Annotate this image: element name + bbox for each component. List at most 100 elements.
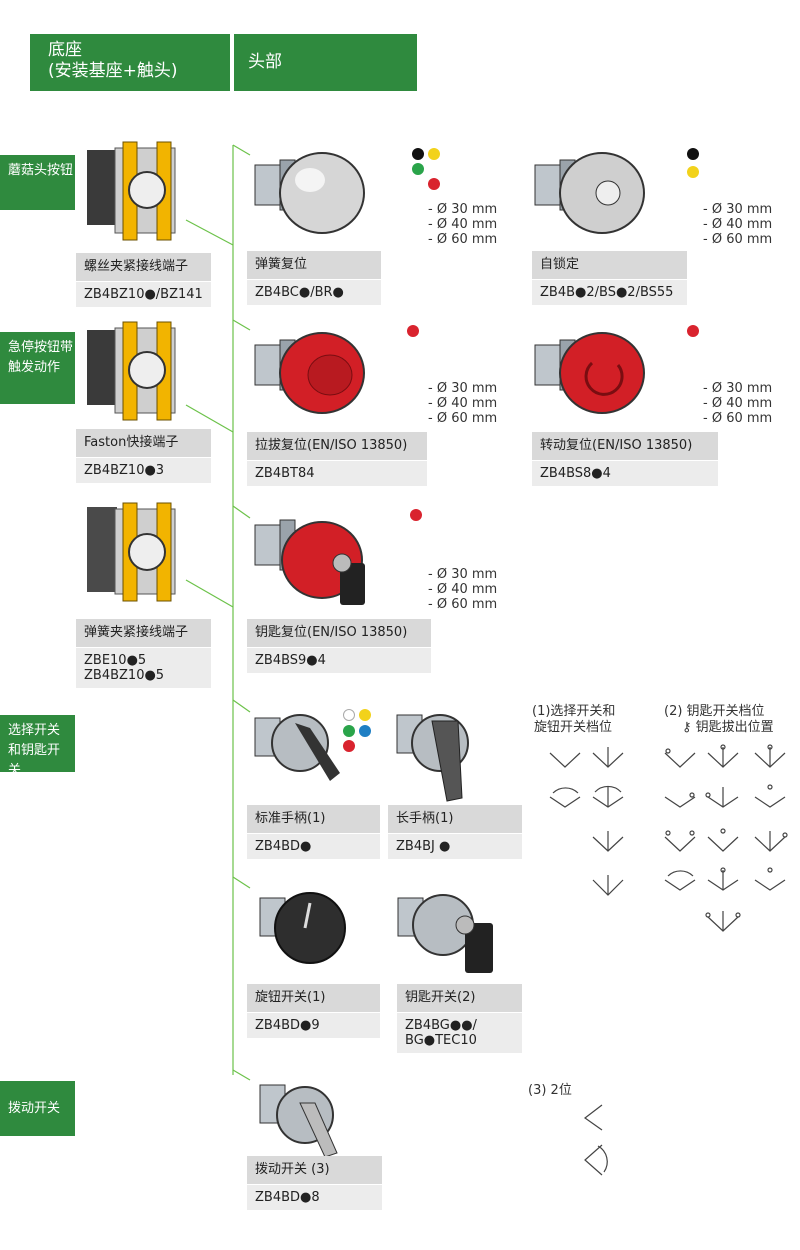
head-label-text: 钥匙开关(2) [405,990,476,1005]
head-pull-release-label: 拉拔复位(EN/ISO 13850) [247,432,427,460]
diameter-item: - Ø 60 mm [703,232,773,247]
category-label: 拨动开关 [8,1101,61,1116]
diameter-item: - Ø 40 mm [428,582,498,597]
head-label-text: 钥匙复位(EN/ISO 13850) [255,625,408,640]
base-faston-label: Faston快接端子 [76,429,211,457]
base-faston-code: ZB4BZ10●3 [76,458,211,483]
head-key-release-code: ZB4BS9●4 [247,648,431,673]
diameter-item: - Ø 40 mm [428,396,498,411]
base-screw-image [87,141,176,241]
color-dot-blue [359,725,371,737]
category-emergency: 急停按钮带触发动作 [0,332,75,404]
diameter-item: - Ø 30 mm [428,567,498,582]
head-code-text: ZB4BS9●4 [255,653,326,668]
head-standard-handle-image [254,714,340,781]
color-dot-red [407,325,419,337]
diameter-item: - Ø 60 mm [428,597,498,612]
base-screw-label: 螺丝夹紧接线端子 [76,253,211,281]
toggle-position-diagrams [583,1104,608,1176]
key-position-diagrams [664,744,788,932]
head-label-text: 拨动开关 (3) [255,1162,330,1177]
head-label-text: 转动复位(EN/ISO 13850) [540,438,693,453]
head-label-text: 拉拔复位(EN/ISO 13850) [255,438,408,453]
diameter-item: - Ø 60 mm [428,411,498,426]
head-knob-image [259,892,346,964]
color-dot-yellow [428,148,440,160]
base-spring-image [87,502,176,602]
head-code-text: ZB4BG●●/ [405,1018,477,1033]
base-label-text: Faston快接端子 [84,435,179,450]
head-key-switch-label: 钥匙开关(2) [397,984,522,1012]
color-dot-yellow [687,166,699,178]
diameter-list: - Ø 30 mm - Ø 40 mm - Ø 60 mm [703,202,772,247]
header-head-title: 头部 [248,52,282,72]
base-code-text: ZB4BZ10●3 [84,463,165,478]
head-code-text: ZB4B●2/BS●2/BS55 [540,285,674,300]
head-knob-code: ZB4BD●9 [247,1013,380,1038]
header-base: 底座 (安装基座+触头) [30,34,230,91]
color-dot-white [343,709,355,721]
head-spring-return-label: 弹簧复位 [247,251,381,279]
head-code-text: ZB4BS8●4 [540,466,611,481]
head-long-handle-image [396,714,469,802]
diameter-item: - Ø 30 mm [703,202,773,217]
head-key-release-image [254,519,365,605]
base-code-text: ZB4BZ10●/BZ141 [84,287,203,302]
head-long-handle-label: 长手柄(1) [388,805,522,833]
head-spring-return-code: ZB4BC●/BR● [247,280,381,305]
head-code-text: ZB4BJ ● [396,839,451,854]
head-standard-handle-code: ZB4BD● [247,834,380,859]
color-dot-red [428,178,440,190]
head-code-text: ZB4BD●8 [255,1190,320,1205]
head-label-text: 弹簧复位 [255,257,308,272]
head-toggle-image [259,1084,338,1158]
head-code-text: ZB4BT84 [255,466,315,481]
note-text: (1)选择开关和 [532,704,616,719]
key-removal-icon: ⚷ [682,720,696,735]
diameter-item: - Ø 30 mm [428,381,498,396]
header-base-subtitle: (安装基座+触头) [48,61,178,81]
diameter-item: - Ø 40 mm [703,217,773,232]
head-key-release-label: 钥匙复位(EN/ISO 13850) [247,619,431,647]
color-dot-green [412,163,424,175]
head-label-text: 自锁定 [540,257,580,272]
diameter-list: - Ø 30 mm - Ø 40 mm - Ø 60 mm [428,567,497,612]
head-turn-release-code: ZB4BS8●4 [532,461,718,486]
diameter-list: - Ø 30 mm - Ø 40 mm - Ø 60 mm [428,381,497,426]
color-dot-black [412,148,424,160]
diameter-item: - Ø 60 mm [703,411,773,426]
color-dot-green [343,725,355,737]
head-spring-return-image [254,152,365,234]
color-dot-red [687,325,699,337]
note-text: 钥匙拔出位置 [695,720,774,735]
head-label-text: 旋钮开关(1) [255,990,326,1005]
color-dot-black [687,148,699,160]
header-base-title: 底座 [48,40,82,60]
category-selector: 选择开关和钥匙开关 [0,715,75,778]
note-toggle-positions: (3) 2位 [528,1083,572,1099]
head-standard-handle-label: 标准手柄(1) [247,805,380,833]
base-spring-label: 弹簧夹紧接线端子 [76,619,211,647]
base-faston-image [87,321,176,421]
category-label: 蘑菇头按钮 [8,163,74,178]
base-label-text: 螺丝夹紧接线端子 [84,259,189,274]
diameter-item: - Ø 30 mm [703,381,773,396]
diameter-item: - Ø 60 mm [428,232,498,247]
base-code-text: ZB4BZ10●5 [84,668,165,683]
head-code-text: ZB4BC●/BR● [255,285,344,300]
head-turn-release-label: 转动复位(EN/ISO 13850) [532,432,718,460]
category-label: 急停按钮带触发动作 [8,340,74,375]
header-head: 头部 [234,34,417,91]
base-screw-code: ZB4BZ10●/BZ141 [76,282,211,307]
color-dot-yellow [359,709,371,721]
base-label-text: 弹簧夹紧接线端子 [84,625,189,640]
head-label-text: 长手柄(1) [396,811,454,826]
head-key-switch-image [397,894,493,973]
category-label: 选择开关和钥匙开关 [8,723,61,778]
head-long-handle-code: ZB4BJ ● [388,834,522,859]
head-latching-image [534,152,645,234]
head-label-text: 标准手柄(1) [255,811,326,826]
head-latching-code: ZB4B●2/BS●2/BS55 [532,280,687,305]
head-toggle-code: ZB4BD●8 [247,1185,382,1210]
